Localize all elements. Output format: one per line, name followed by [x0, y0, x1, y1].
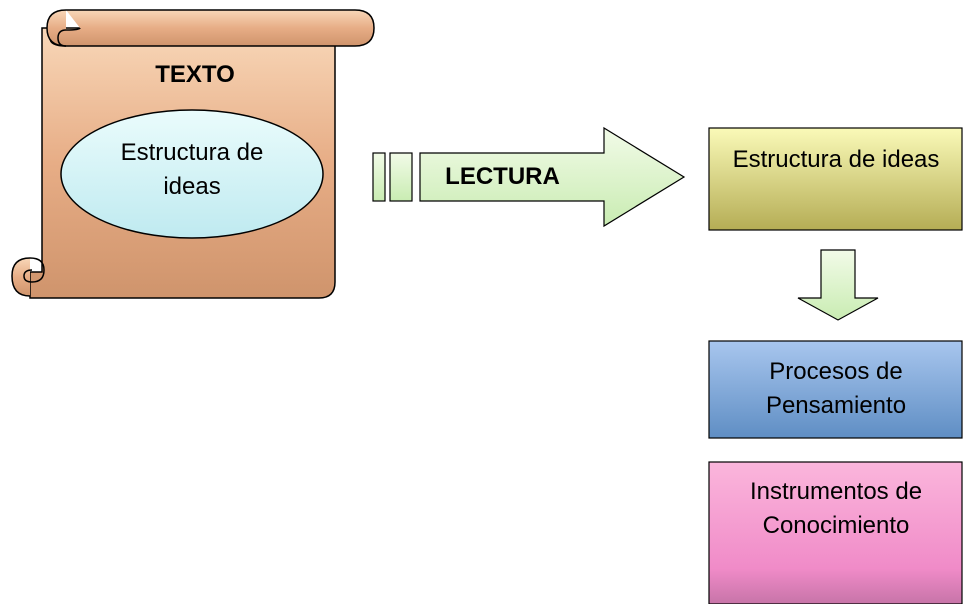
scroll-title: TEXTO: [155, 61, 235, 88]
box-estructura: [708, 127, 963, 231]
box-instrumentos-text: Instrumentos de Conocimiento: [749, 478, 923, 539]
box-instrumentos: [708, 461, 963, 604]
box-procesos-text: Procesos de Pensamiento: [765, 358, 907, 419]
down-arrow: [797, 249, 879, 321]
box-estructura-text: Estructura de ideas: [732, 146, 940, 173]
box-procesos: [708, 340, 963, 439]
ellipse-text: Estructura de ideas: [120, 139, 264, 200]
lectura-label: LECTURA: [445, 163, 560, 190]
ideas-ellipse: [60, 109, 324, 239]
lectura-arrow: [372, 126, 686, 228]
